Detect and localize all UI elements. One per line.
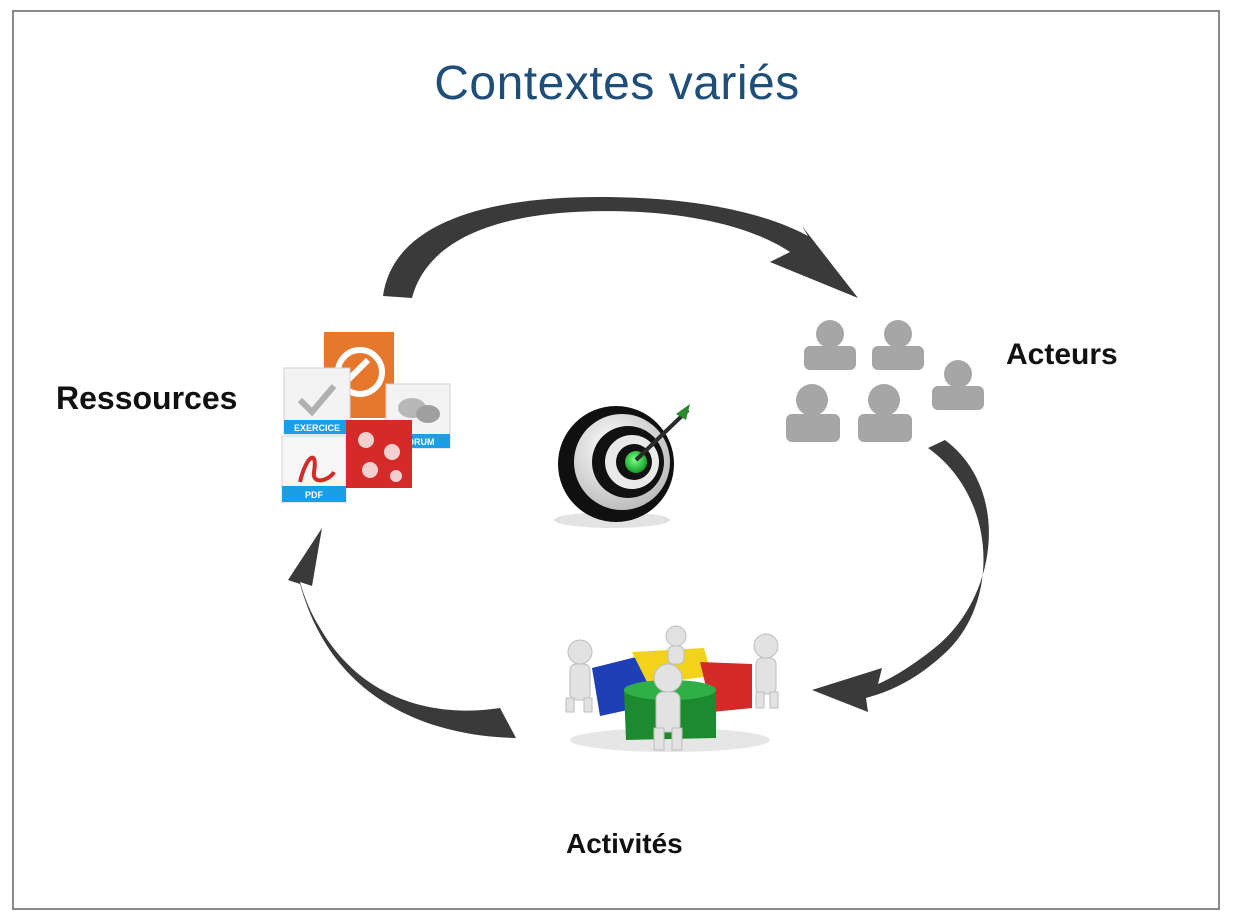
exercice-card: EXERCICE: [283, 367, 351, 435]
person-5: [858, 384, 912, 442]
person-2: [872, 320, 924, 370]
arrow-activites-to-ressources: [288, 528, 516, 738]
pdf-card: PDF: [281, 435, 347, 503]
arrow-ressources-to-acteurs: [383, 196, 858, 298]
node-label-activites: Activités: [566, 828, 683, 859]
person-1: [804, 320, 856, 370]
documents-icon: EXERCICE FORUM PDF: [281, 332, 451, 503]
puzzle-team-icon: [565, 625, 779, 752]
node-label-ressources: Ressources: [56, 380, 238, 416]
person-3: [932, 360, 984, 410]
target-icon: [554, 404, 690, 528]
people-group-icon: [786, 320, 984, 442]
diagram-title: Contextes variés: [434, 57, 800, 110]
figure-top: [665, 625, 687, 665]
person-4: [786, 384, 840, 442]
pdf-label: PDF: [305, 490, 324, 500]
figure-left: [565, 639, 593, 713]
puzzle-card: [346, 420, 412, 488]
figure-front: [653, 663, 683, 751]
arrow-acteurs-to-activites: [812, 440, 989, 712]
exercice-label: EXERCICE: [294, 423, 340, 433]
node-label-acteurs: Acteurs: [1006, 338, 1118, 371]
forum-label: FORUM: [402, 437, 435, 447]
figure-right: [753, 633, 779, 709]
